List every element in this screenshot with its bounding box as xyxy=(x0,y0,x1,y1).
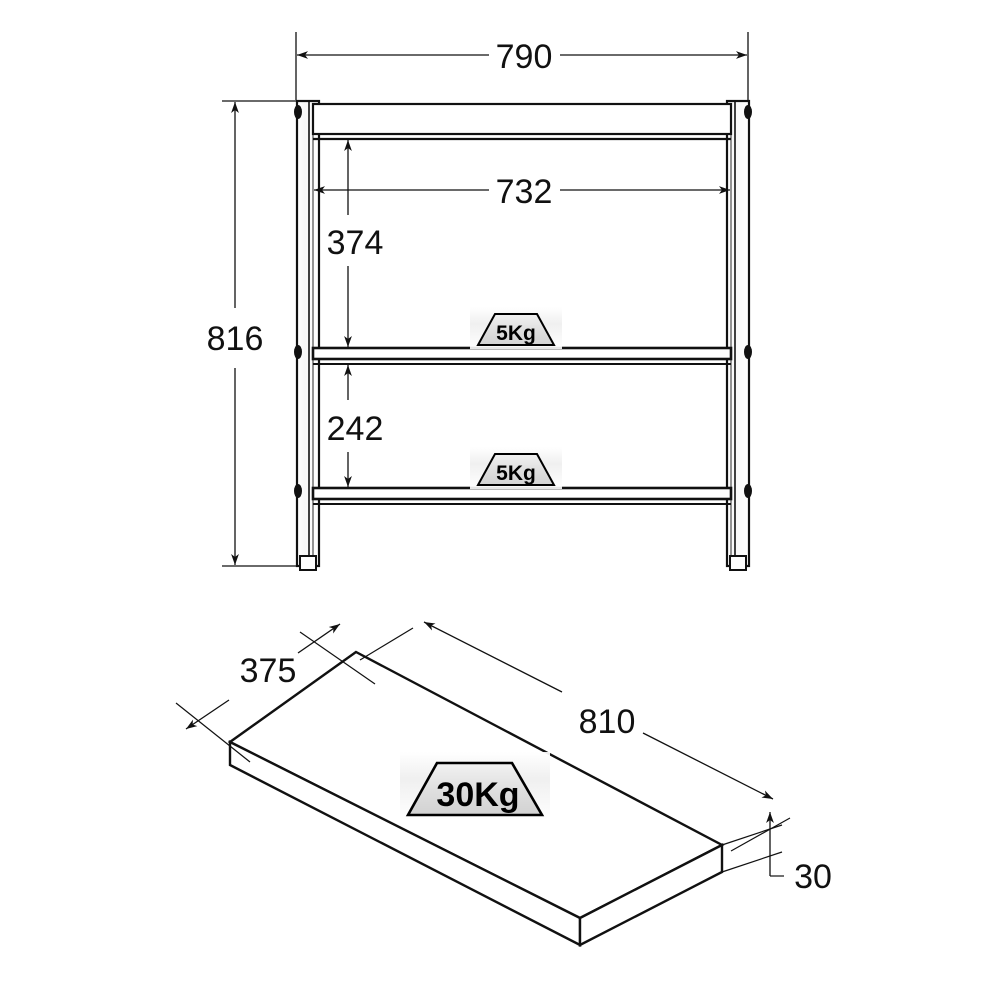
load-badge-upper-trapezoid-icon xyxy=(476,313,556,346)
load-badge-lower-label: 5Kg xyxy=(496,462,536,485)
shelf-bottom xyxy=(311,486,733,505)
shelf-panel-isometric-view: 375 810 30 30Kg xyxy=(175,621,832,947)
shelf-bottom-body xyxy=(311,486,733,501)
shelf-top xyxy=(311,102,733,141)
right-leg-bolt-bottom-icon xyxy=(744,484,752,498)
dimension-label-overall-height: 816 xyxy=(207,320,264,358)
panel-width-extension-upper xyxy=(359,627,414,661)
load-badge-panel: 30Kg xyxy=(400,752,550,820)
panel-thickness-extension-bottom xyxy=(721,851,783,873)
frame-left-leg xyxy=(294,99,321,571)
right-leg-foot xyxy=(729,555,747,571)
dimension-panel-width: 810 xyxy=(359,621,791,852)
panel-width-dim-line-lower xyxy=(642,732,774,800)
load-badge-panel-trapezoid-icon xyxy=(405,761,545,817)
load-badge-lower-trapezoid-icon xyxy=(476,453,556,486)
dimension-label-upper-bay-height: 374 xyxy=(327,224,384,262)
dimension-label-overall-width: 790 xyxy=(496,38,553,76)
shelf-top-body xyxy=(311,102,733,136)
dimension-upper-bay-height: 374 xyxy=(327,140,384,347)
shelf-middle-body xyxy=(311,346,733,361)
dimension-panel-depth: 375 xyxy=(175,623,376,763)
dimension-panel-thickness: 30 xyxy=(721,812,832,896)
left-leg-foot xyxy=(299,555,317,571)
dimension-overall-height: 816 xyxy=(207,100,296,567)
left-leg-bolt-top-icon xyxy=(294,105,302,119)
right-leg-bolt-top-icon xyxy=(744,105,752,119)
panel-width-dim-line-upper xyxy=(423,621,563,693)
shelf-middle xyxy=(311,346,733,365)
dimension-inner-width: 732 xyxy=(314,173,730,211)
frame-right-leg xyxy=(725,99,752,571)
panel-thickness-extension-top xyxy=(721,824,783,846)
load-badge-upper-shelf: 5Kg xyxy=(470,307,562,349)
right-leg-bolt-middle-icon xyxy=(744,345,752,359)
load-badge-lower-shelf: 5Kg xyxy=(470,447,562,489)
dimension-label-panel-depth: 375 xyxy=(240,652,297,690)
panel-depth-extension-upper xyxy=(299,631,376,685)
left-leg-bolt-bottom-icon xyxy=(294,484,302,498)
left-leg-bolt-middle-icon xyxy=(294,345,302,359)
dimension-label-panel-thickness: 30 xyxy=(794,858,832,896)
panel-depth-dim-line-lower xyxy=(185,699,230,730)
front-view: 790 816 xyxy=(207,32,752,571)
load-badge-upper-label: 5Kg xyxy=(496,322,536,345)
panel-depth-extension-lower xyxy=(175,702,251,763)
dimension-lower-bay-height: 242 xyxy=(327,365,384,487)
load-badge-panel-label: 30Kg xyxy=(436,776,519,814)
dimension-overall-width: 790 xyxy=(295,32,749,100)
panel-depth-dim-line-upper xyxy=(297,623,341,654)
dimension-label-inner-width: 732 xyxy=(496,173,553,211)
dimension-label-panel-width: 810 xyxy=(579,703,636,741)
dimension-label-lower-bay-height: 242 xyxy=(327,410,384,448)
panel-width-extension-lower xyxy=(730,817,791,852)
